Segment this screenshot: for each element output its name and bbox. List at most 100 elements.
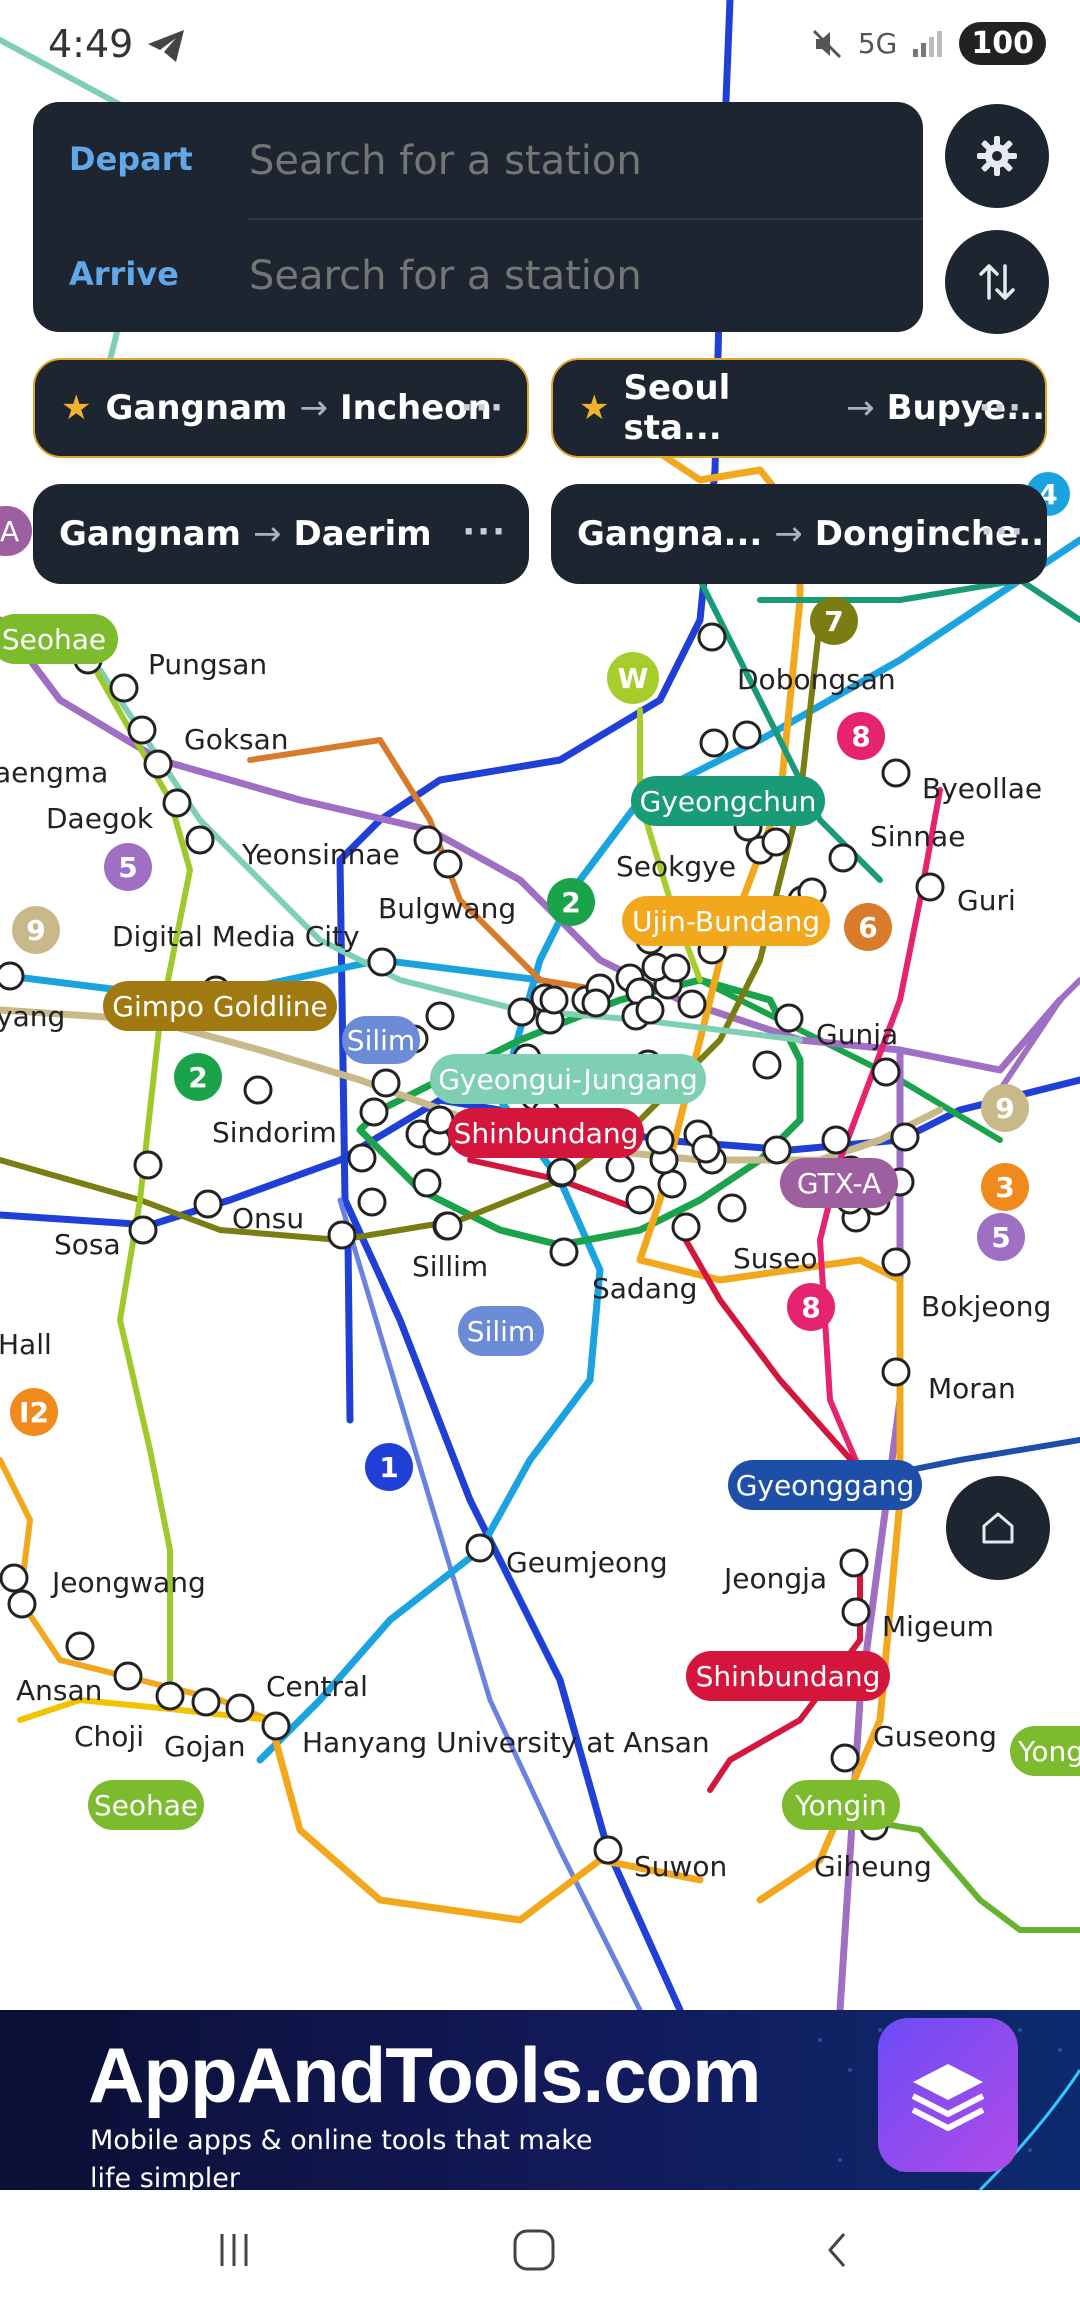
line-badge-9: 9 bbox=[995, 1092, 1014, 1125]
battery-level: 100 bbox=[959, 22, 1046, 65]
line-badge-6: 6 bbox=[858, 911, 877, 944]
station-label: Daegok bbox=[46, 802, 154, 835]
line-8 bbox=[817, 787, 943, 1473]
station-label: aengma bbox=[0, 756, 108, 789]
station-label: Bulgwang bbox=[378, 892, 516, 925]
station-label: Guseong bbox=[873, 1720, 997, 1753]
route-to: Incheon bbox=[339, 388, 492, 428]
arrow-right-icon: → bbox=[252, 514, 282, 554]
station-label: Giheung bbox=[814, 1850, 932, 1883]
swap-stations-button[interactable] bbox=[945, 230, 1049, 334]
route-search-panel: Depart Arrive bbox=[33, 102, 923, 332]
line-pill-gtx-a: GTX-A bbox=[797, 1167, 881, 1200]
recent-route-chip[interactable]: Gangna... → Donginche... ··· bbox=[551, 484, 1057, 584]
station-label: Sadang bbox=[592, 1272, 697, 1305]
more-options-icon[interactable]: ··· bbox=[460, 388, 505, 428]
station-label: Geumjeong bbox=[506, 1546, 668, 1579]
recent-route-chip[interactable]: Gangnam → Daerim ··· bbox=[33, 484, 529, 584]
line-pill-shinbundang: Shinbundang bbox=[454, 1117, 639, 1150]
line-pill-a: A bbox=[0, 515, 19, 548]
station-label: Goksan bbox=[184, 723, 289, 756]
route-to: Daerim bbox=[293, 514, 432, 554]
station-label: Hall bbox=[0, 1328, 52, 1361]
arrive-station-input[interactable] bbox=[247, 235, 891, 317]
station-label: Digital Media City bbox=[112, 920, 360, 953]
station-label: Jeongwang bbox=[50, 1566, 206, 1599]
depart-label: Depart bbox=[69, 140, 193, 178]
station-label: Byeollae bbox=[922, 772, 1042, 805]
depart-station-input[interactable] bbox=[247, 120, 891, 202]
line-badge-w: W bbox=[618, 662, 649, 695]
back-icon bbox=[828, 2233, 846, 2267]
line-badge-7: 7 bbox=[824, 605, 843, 638]
station-label: Sinnae bbox=[870, 820, 965, 853]
ad-title: AppAndTools.com bbox=[88, 2031, 761, 2119]
depart-row[interactable]: Depart bbox=[33, 102, 923, 217]
line-badge-8: 8 bbox=[801, 1291, 820, 1324]
home-nav-button[interactable] bbox=[484, 2220, 584, 2280]
station-label: Gunja bbox=[816, 1018, 898, 1051]
telegram-icon bbox=[148, 30, 184, 62]
station-label: Suseo bbox=[733, 1242, 817, 1275]
ad-subtitle: Mobile apps & online tools that make lif… bbox=[90, 2125, 593, 2190]
station-label: yang bbox=[0, 1000, 65, 1033]
more-options-icon[interactable]: ··· bbox=[980, 512, 1025, 552]
home-button[interactable] bbox=[946, 1476, 1050, 1580]
search-divider bbox=[247, 218, 923, 220]
arrow-right-icon: → bbox=[299, 388, 328, 428]
route-to: Donginche... bbox=[814, 514, 1057, 554]
station-label: Central bbox=[266, 1670, 368, 1703]
line-pill-gyeonggang: Gyeonggang bbox=[736, 1469, 915, 1502]
line-badge-9: 9 bbox=[26, 914, 45, 947]
home-icon bbox=[982, 1512, 1014, 1544]
station-label: Sindorim bbox=[212, 1116, 337, 1149]
station-label: Pungsan bbox=[148, 648, 267, 681]
line-pill-seohae: Seohae bbox=[2, 623, 106, 656]
station-label: Hanyang University at Ansan bbox=[302, 1726, 710, 1759]
back-button[interactable] bbox=[788, 2220, 888, 2280]
route-from: Seoul sta... bbox=[623, 368, 731, 448]
station-label: Gojan bbox=[164, 1730, 246, 1763]
star-icon: ★ bbox=[61, 388, 92, 428]
route-to: Bupye... bbox=[886, 388, 1045, 428]
arrow-right-icon: → bbox=[774, 514, 803, 554]
home-nav-icon bbox=[513, 2229, 555, 2271]
arrive-row[interactable]: Arrive bbox=[33, 217, 923, 332]
system-navigation-bar bbox=[0, 2190, 1080, 2316]
recent-apps-button[interactable] bbox=[184, 2220, 284, 2280]
line-pill-yong: Yong bbox=[1017, 1735, 1080, 1768]
station-label: Onsu bbox=[232, 1202, 304, 1235]
station-label: Sosa bbox=[54, 1228, 121, 1261]
line-pill-gimpo-goldline: Gimpo Goldline bbox=[112, 990, 327, 1023]
line-1-branch bbox=[344, 1236, 354, 1424]
more-options-icon[interactable]: ··· bbox=[978, 388, 1023, 428]
station-label: Bokjeong bbox=[921, 1290, 1051, 1323]
station-label: Suwon bbox=[634, 1850, 727, 1883]
more-options-icon[interactable]: ··· bbox=[462, 512, 507, 552]
saved-route-chip[interactable]: ★ Seoul sta... → Bupye... ··· bbox=[551, 358, 1047, 458]
line-pill-seohae: Seohae bbox=[94, 1789, 198, 1822]
line-badge-2: 2 bbox=[561, 886, 580, 919]
route-from: Gangnam bbox=[59, 514, 241, 554]
line-badge-5: 5 bbox=[991, 1221, 1010, 1254]
line-pill-suin-bundang: Ujin-Bundang bbox=[632, 905, 820, 938]
mute-icon bbox=[812, 29, 841, 58]
station-label: Sillim bbox=[412, 1250, 488, 1283]
arrive-label: Arrive bbox=[69, 255, 179, 293]
settings-button[interactable] bbox=[945, 104, 1049, 208]
route-from: Gangnam bbox=[105, 388, 288, 428]
gear-icon bbox=[977, 136, 1017, 176]
swap-arrows-icon bbox=[979, 264, 1015, 300]
ad-banner[interactable]: AppAndTools.com Mobile apps & online too… bbox=[0, 2010, 1080, 2190]
line-pill-silim: Silim bbox=[467, 1315, 535, 1348]
station-label: Yeonsinnae bbox=[241, 838, 400, 871]
recents-icon bbox=[220, 2234, 248, 2266]
station-label: Seokgye bbox=[616, 850, 736, 883]
line-pill-yongin: Yongin bbox=[794, 1789, 887, 1822]
line-badge-5: 5 bbox=[118, 851, 137, 884]
arrow-right-icon: → bbox=[846, 388, 875, 428]
saved-route-chip[interactable]: ★ Gangnam → Incheon ··· bbox=[33, 358, 529, 458]
layers-app-icon bbox=[878, 2018, 1018, 2172]
line-badge-2: 2 bbox=[188, 1061, 207, 1094]
star-icon: ★ bbox=[579, 388, 610, 428]
